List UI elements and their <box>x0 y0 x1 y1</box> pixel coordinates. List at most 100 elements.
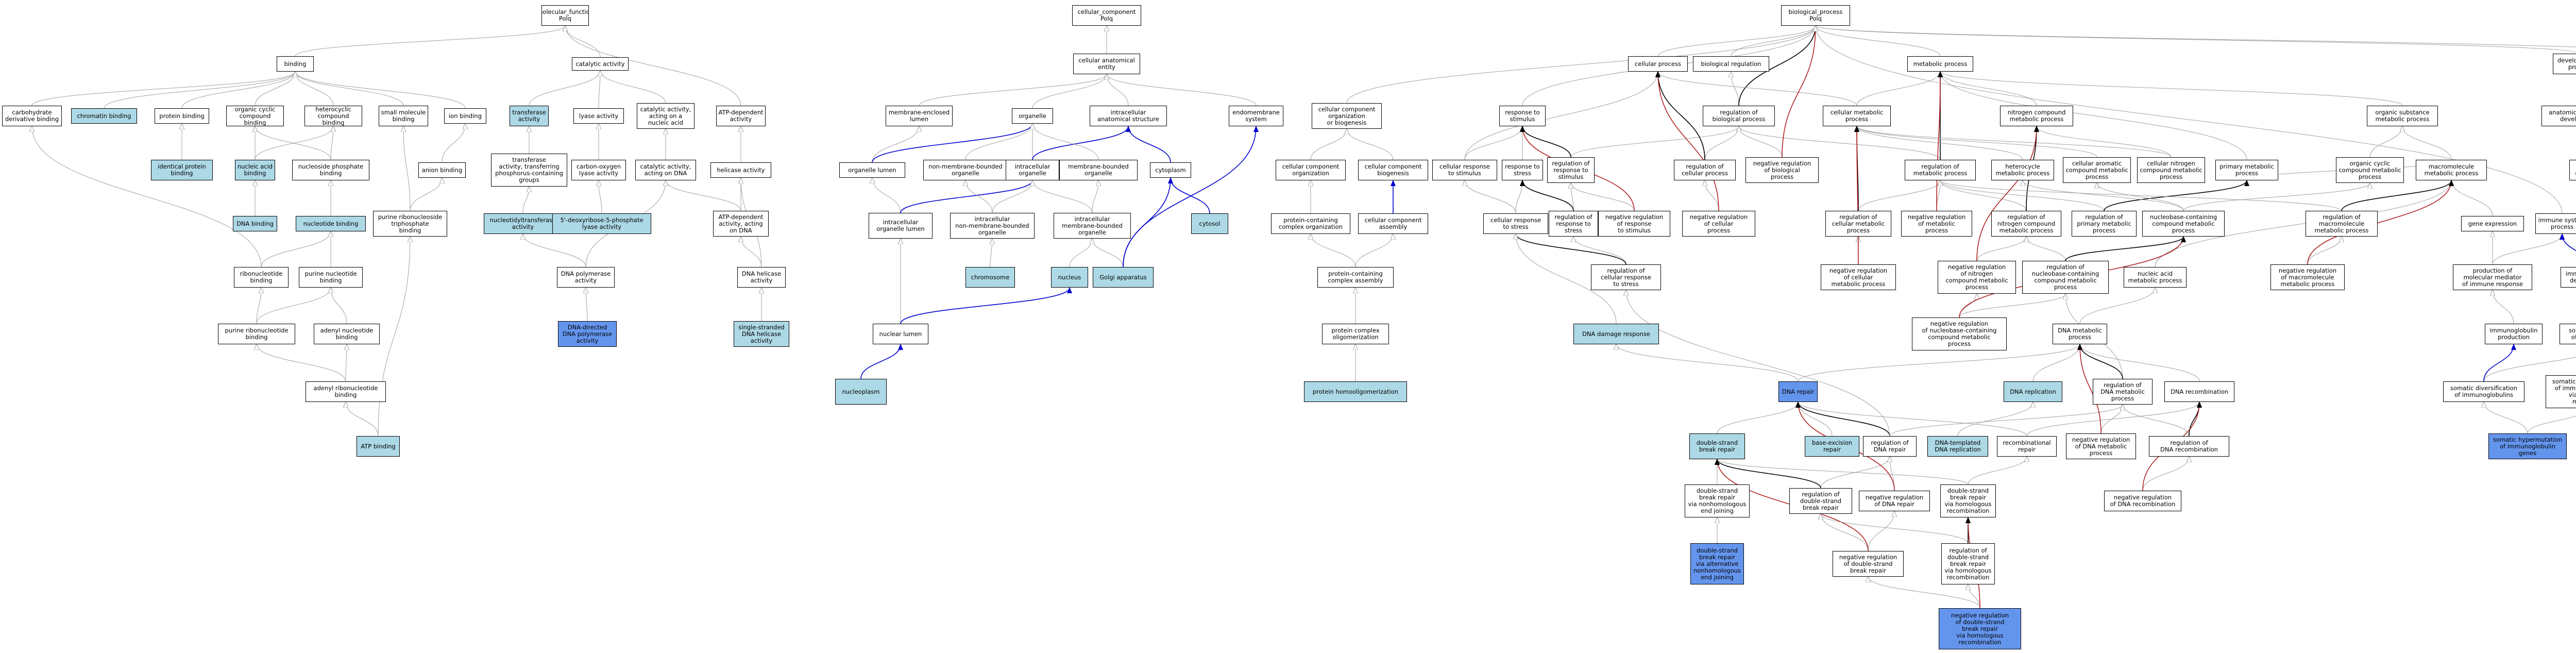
edge-is-a <box>378 237 410 437</box>
edge-is-a <box>295 72 334 106</box>
edge-is-a <box>1032 124 1099 160</box>
edge-is-a <box>1717 402 1798 434</box>
edge-is-a <box>600 71 666 104</box>
edge-is-a <box>599 180 602 214</box>
go-term-dna-repair: DNA repair <box>1778 381 1818 402</box>
edge-is-a <box>2026 402 2199 437</box>
edge-is-a <box>2492 234 2562 265</box>
edge-is-a <box>1311 234 1356 267</box>
go-term-ion-binding: ion binding <box>444 108 486 124</box>
go-term-cell-resp-stress: cellular response to stress <box>1483 213 1548 234</box>
go-term-neg-reg-dna-metab: negative regulation of DNA metabolic pro… <box>2066 433 2136 459</box>
edge-is-a <box>1816 26 2563 214</box>
go-term-chromosome: chromosome <box>965 267 1015 288</box>
go-term-cytoplasm: cytoplasm <box>1150 162 1191 178</box>
edge-is-a <box>1821 514 1869 551</box>
go-term-cc-biogen: cellular component biogenesis <box>1358 160 1428 180</box>
go-term-protein-binding: protein binding <box>155 108 209 124</box>
go-term-neg-reg-resp-stim: negative regulation of response to stimu… <box>1598 211 1670 237</box>
edge-is-a <box>522 187 529 214</box>
go-term-reg-cell-metab: regulation of cellular metabolic process <box>1825 211 1891 237</box>
edge-is-a <box>1616 344 1799 382</box>
edge-part-of <box>1168 177 1210 214</box>
edge-is-a <box>2037 126 2172 158</box>
edge-is-a <box>295 72 466 109</box>
go-term-dsb-repair: double-strand break repair <box>1689 433 1745 459</box>
edge-is-a <box>1515 180 1522 214</box>
go-term-bp: biological_process Polq <box>1781 5 1850 26</box>
go-term-neg-reg-dna-recomb: negative regulation of DNA recombination <box>2104 491 2181 511</box>
go-term-neg-reg-dna-repair: negative regulation of DNA repair <box>1859 491 1930 511</box>
go-term-prot-complex-assembly: protein-containing complex assembly <box>1317 267 1394 288</box>
edge-is-a <box>257 344 346 382</box>
edge-regulates <box>1715 459 1821 489</box>
edge-is-a <box>1705 180 1719 211</box>
go-term-nitrogen-metab: nitrogen compound metabolic process <box>2000 106 2073 126</box>
go-term-resp-stress: response to stress <box>1502 160 1543 180</box>
go-term-mf: molecular_function Polq <box>541 5 589 26</box>
go-term-reg-cell-proc: regulation of cellular process <box>1674 160 1736 180</box>
edge-is-a <box>256 288 331 324</box>
edge-is-a <box>1573 237 1626 265</box>
edge-part-of <box>1126 126 1171 163</box>
go-term-prod-immune-mediator: production of molecular mediator of immu… <box>2453 264 2532 290</box>
edge-is-a <box>1816 26 1941 57</box>
go-term-reg-dna-repair: regulation of DNA repair <box>1863 436 1917 457</box>
go-term-neg-reg-metab: negative regulation of metabolic process <box>1901 211 1972 237</box>
go-term-neg-reg-macromolecule: negative regulation of macromolecule met… <box>2270 264 2345 290</box>
edge-is-a <box>1968 584 1980 609</box>
edge-is-a <box>331 288 347 324</box>
edge-is-a <box>255 126 333 160</box>
edge-is-a <box>1516 234 1617 324</box>
go-term-identical-protein: identical protein binding <box>151 160 213 180</box>
edge-is-a <box>2097 183 2184 211</box>
edge-is-a <box>872 178 901 213</box>
go-term-intracell-non-mem: intracellular non-membrane-bounded organ… <box>950 213 1035 239</box>
go-term-purine-ribonuc-tri: purine ribonucleoside triphosphate bindi… <box>373 211 447 237</box>
go-term-atp-dep-dna: ATP-dependent activity, acting on DNA <box>713 211 769 237</box>
edge-regulates <box>2341 180 2454 211</box>
go-term-dsb-hr: double-strand break repair via homologou… <box>1940 484 1996 517</box>
go-term-dsb-alt-nhej: double-strand break repair via alternati… <box>1690 543 1744 584</box>
edge-is-a <box>346 402 379 437</box>
go-term-membrane-bounded: membrane-bounded organelle <box>1059 160 1138 180</box>
edge-is-a <box>1940 180 2105 211</box>
go-term-chromatin-binding: chromatin binding <box>71 108 137 124</box>
edge-is-a <box>403 126 411 211</box>
edge-is-a <box>2527 415 2576 434</box>
go-term-anat-struct-dev: anatomical structure development <box>2541 106 2576 126</box>
go-term-dna-damage-resp: DNA damage response <box>1573 324 1659 344</box>
edge-regulates <box>2189 401 2202 437</box>
go-term-binding: binding <box>277 56 314 72</box>
go-term-reg-resp-stim: regulation of response to stimulus <box>1547 157 1595 183</box>
go-term-reg-dna-recomb: regulation of DNA recombination <box>2149 436 2229 457</box>
edge-is-a <box>1731 26 1816 57</box>
go-term-cat-nucleic: catalytic activity, acting on a nucleic … <box>637 103 694 129</box>
go-term-reg-dsb-repair: regulation of double-strand break repair <box>1789 488 1852 514</box>
edge-is-a <box>1069 239 1092 267</box>
go-term-nucleic-acid-metab: nucleic acid metabolic process <box>2124 267 2187 288</box>
go-term-base-excision: base-excision repair <box>1805 436 1859 457</box>
go-term-deoxyribose: 5'-deoxyribose-5-phosphate lyase activit… <box>552 213 651 234</box>
go-term-atp-dep: ATP-dependent activity <box>716 106 766 126</box>
go-term-dna-directed-pol: DNA-directed DNA polymerase activity <box>558 321 617 347</box>
edge-is-a <box>1465 180 1516 214</box>
go-term-reg-primary: regulation of primary metabolic process <box>2072 211 2137 237</box>
edge-is-a <box>1626 290 1890 437</box>
go-term-dna-helicase: DNA helicase activity <box>737 267 786 288</box>
go-term-somatic-div-mut: somatic diversification of immune recept… <box>2546 375 2576 408</box>
go-term-lyase: lyase activity <box>573 108 624 124</box>
edge-neg <box>2307 180 2454 265</box>
edge-regulates <box>2065 236 2186 261</box>
go-term-heterocycle-metab: heterocycle metabolic process <box>1991 160 2054 180</box>
edge-is-a <box>2100 405 2123 434</box>
edge-is-a <box>1092 239 1124 267</box>
go-term-cell-aromatic: cellular aromatic compound metabolic pro… <box>2063 157 2131 183</box>
edge-part-of <box>1123 126 1259 267</box>
edge-is-a <box>965 124 1032 160</box>
go-term-membrane-enclosed: membrane-enclosed lumen <box>886 106 953 126</box>
go-term-carb-deriv: carbohydrate derivative binding <box>2 106 62 126</box>
edge-regulates <box>2077 344 2123 379</box>
go-term-non-membrane-org: non-membrane-bounded organelle <box>923 160 1008 180</box>
